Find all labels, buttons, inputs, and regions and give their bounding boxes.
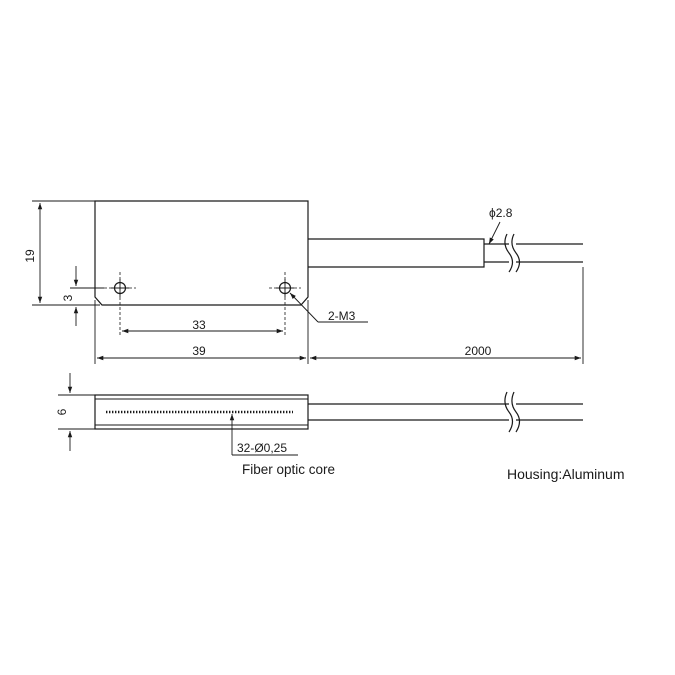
fiber-spec-label: 32-Ø0,25 <box>237 441 287 455</box>
dim-thickness-6: 6 <box>55 373 95 451</box>
mount-hole-left <box>104 272 136 335</box>
cable-top <box>484 243 583 263</box>
dim-height-label: 19 <box>23 249 37 263</box>
dim-height-19: 19 <box>23 200 100 306</box>
side-view: 6 32-Ø0,25 Fiber optic core <box>55 373 583 477</box>
dim-width-39: 39 <box>94 300 309 364</box>
mount-hole-right <box>269 272 301 335</box>
cable-break-side <box>504 391 521 433</box>
cable-break-top <box>504 233 521 273</box>
housing-side-outline <box>94 394 309 430</box>
cable-diameter-label: ϕ2.8 <box>489 206 513 220</box>
fiber-core-label: Fiber optic core <box>242 462 335 477</box>
dim-cable-length-label: 2000 <box>465 344 492 358</box>
dim-thickness-label: 6 <box>55 408 69 415</box>
mount-holes-label: 2-M3 <box>328 309 356 323</box>
dim-offset-label: 3 <box>61 294 75 301</box>
dim-hole-spacing-33: 33 <box>122 318 283 334</box>
housing-material-note: Housing:Aluminum <box>507 466 625 482</box>
top-view: 19 3 33 39 2000 2-M <box>23 200 584 364</box>
callout-mount-holes: 2-M3 <box>289 292 368 323</box>
cable-sleeve-top <box>308 238 485 268</box>
dim-width-label: 39 <box>192 344 206 358</box>
dim-cable-length-2000: 2000 <box>310 267 584 364</box>
dim-spacing-label: 33 <box>192 318 206 332</box>
dim-offset-3: 3 <box>61 266 104 326</box>
housing-top-outline <box>94 200 309 306</box>
callout-fiber-core: 32-Ø0,25 Fiber optic core <box>229 414 335 477</box>
cable-side <box>308 403 583 421</box>
callout-cable-diameter: ϕ2.8 <box>488 206 513 245</box>
